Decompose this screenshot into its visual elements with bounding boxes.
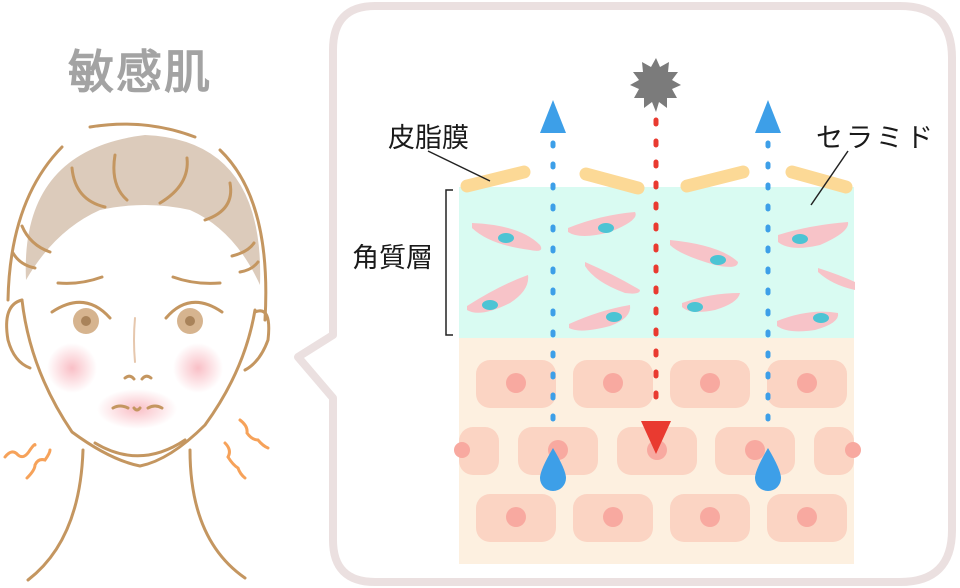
face-illustration — [5, 122, 271, 582]
sebum-leader-line — [427, 150, 491, 182]
itch-marks — [3, 418, 270, 480]
down-arrow-icon — [641, 421, 671, 454]
face-blush — [47, 343, 223, 429]
ceramide-label: セラミド — [816, 123, 936, 154]
up-arrow-icon — [540, 100, 566, 133]
stratum-bracket — [445, 189, 453, 336]
irritant-penetration — [630, 58, 681, 454]
page-title: 敏感肌 — [68, 45, 212, 99]
sebum-membrane — [460, 165, 853, 195]
moisture-escape-left — [540, 100, 566, 491]
water-drop-icon — [540, 448, 566, 491]
ceramide-leader-line — [810, 150, 849, 206]
irritant-star-icon — [630, 58, 681, 112]
hair — [25, 135, 261, 285]
up-arrow-icon — [755, 100, 781, 133]
sebum-membrane-label: 皮脂膜 — [388, 123, 469, 154]
water-drop-icon — [755, 448, 781, 491]
moisture-escape-right — [755, 100, 781, 491]
stratum-corneum-label: 角質層 — [352, 243, 433, 274]
